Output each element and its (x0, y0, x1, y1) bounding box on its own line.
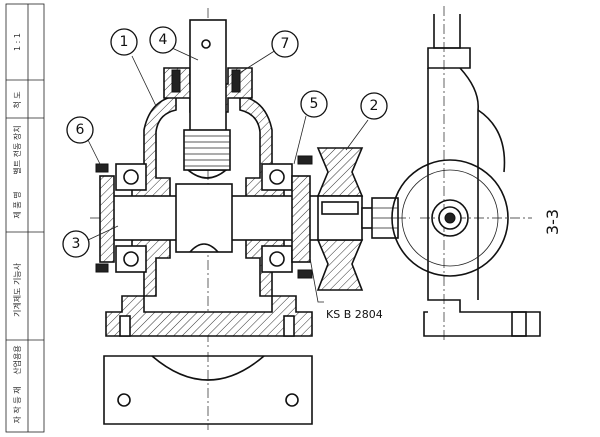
balloon-3 (62, 230, 90, 258)
school-line-1: 기계제도 기능사 (12, 262, 22, 317)
balloon-5 (300, 90, 328, 118)
balloon-3-label: 3 (72, 236, 81, 252)
scale-label: 척 도 (13, 91, 22, 108)
title-block: 1 : 1 척 도 벨트 전동 장치 제 품 명 기계제도 기능사 산업용용 자… (5, 3, 45, 433)
balloon-6 (66, 116, 94, 144)
balloon-4-label: 4 (159, 32, 168, 48)
side-view (391, 6, 541, 340)
balloon-7-label: 7 (281, 36, 290, 52)
drawing-subtitle: 제 품 명 (12, 191, 22, 218)
balloon-1-label: 1 (120, 34, 129, 50)
balloon-5-label: 5 (310, 96, 319, 112)
balloon-2-label: 2 (370, 98, 379, 114)
ks-standard-callout: KS B 2804 (309, 257, 383, 321)
number-label: 자 작 등 재 (12, 386, 22, 423)
part-balloons: 1 4 7 5 2 6 3 (62, 26, 388, 258)
balloon-4 (149, 26, 177, 54)
thread-coupling (183, 129, 231, 179)
view-label: 3-3 (543, 209, 562, 235)
front-section-view (90, 8, 410, 430)
ks-standard-note: KS B 2804 (326, 308, 383, 321)
v-pulley (316, 147, 364, 291)
drawing-title: 벨트 전동 장치 (12, 125, 22, 174)
balloon-6-label: 6 (76, 122, 85, 138)
school-line-2: 산업용용 (12, 345, 22, 374)
scale-value: 1 : 1 (13, 33, 22, 51)
balloon-2 (360, 92, 388, 120)
balloon-1 (110, 28, 138, 56)
balloon-7 (271, 30, 299, 58)
base-plan-view (103, 352, 313, 430)
